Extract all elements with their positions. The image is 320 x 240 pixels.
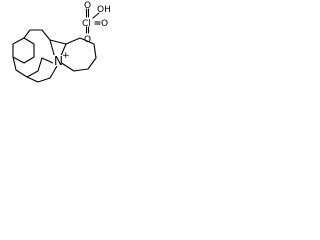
bond-cage-bridge xyxy=(23,29,51,41)
nitrogen-atom: N + xyxy=(53,51,70,68)
chlorine-label: Cl xyxy=(82,19,91,29)
cation-skeleton xyxy=(12,29,97,83)
oxygen-right-label: O xyxy=(101,19,108,29)
oxygen-bottom-label: O xyxy=(84,35,91,45)
oxygen-top-label: O xyxy=(84,1,91,11)
cation-charge: + xyxy=(62,51,70,61)
bond-cl-oh xyxy=(92,12,100,19)
bond-n-lower xyxy=(41,57,54,64)
perchlorate-group: O OH Cl O O xyxy=(82,1,110,45)
bond-ring-top xyxy=(49,39,67,45)
hydroxyl-label: OH xyxy=(97,5,110,15)
structure-diagram: N + O OH Cl O O xyxy=(0,0,110,96)
bond-cage-left-lower xyxy=(12,56,43,78)
nitrogen-label: N xyxy=(54,54,63,68)
bond-n-down xyxy=(49,65,58,79)
molecule-drawing: N + O OH Cl O O xyxy=(12,1,110,83)
bond-cage-left-upper xyxy=(12,37,35,64)
bond-ring-right xyxy=(59,37,97,72)
bond-lower-bridge xyxy=(26,76,51,83)
